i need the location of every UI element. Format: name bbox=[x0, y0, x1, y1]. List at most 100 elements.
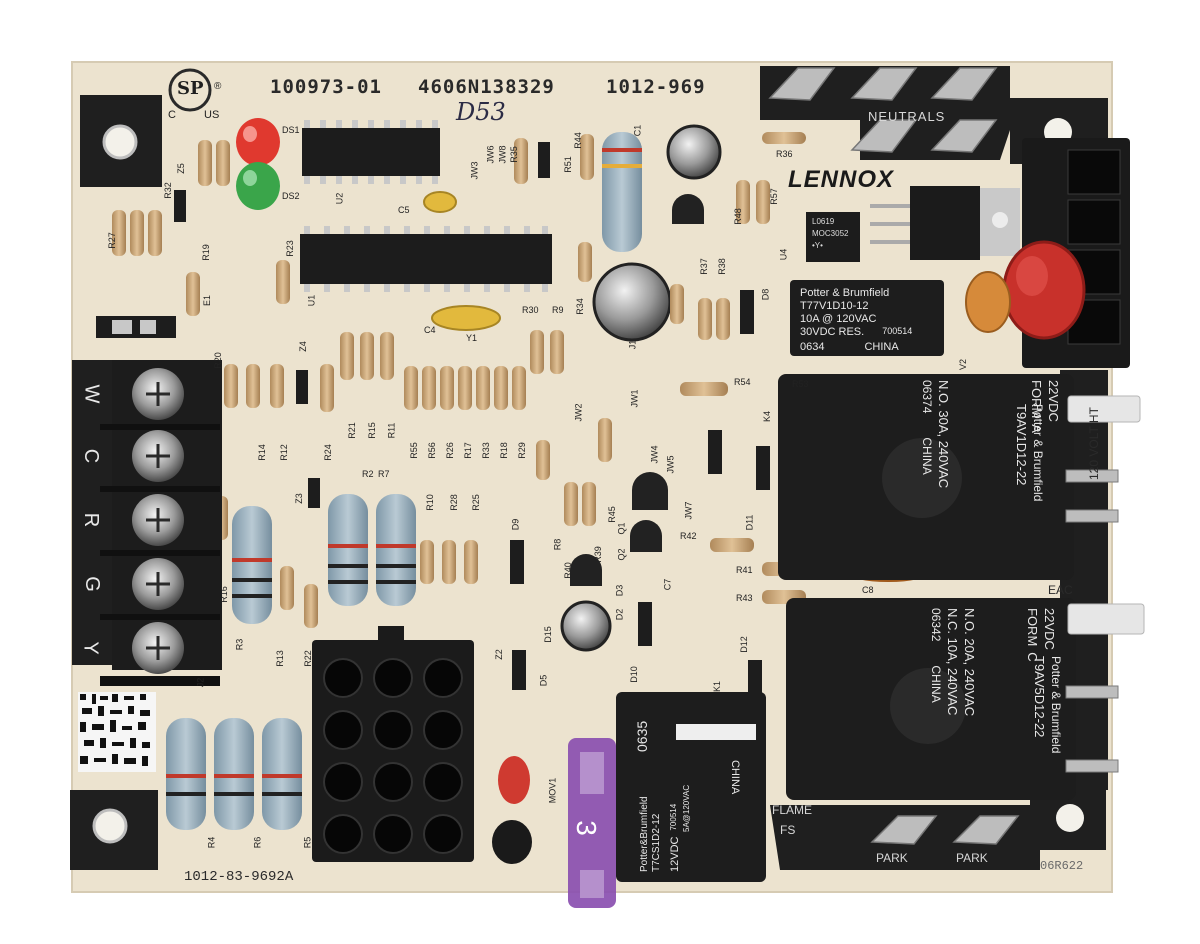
electrolytic-cap-3 bbox=[560, 600, 612, 652]
ref-r6: R6 bbox=[252, 836, 263, 849]
relay-a-brand: Potter & Brumfield bbox=[1031, 404, 1045, 502]
relay-small-top-line2: 30VDC RES. bbox=[800, 326, 865, 338]
relay-small-bottom-text: Potter&Brumfield T7CS1D2-12 12VDC 700514… bbox=[634, 721, 691, 872]
csa-registered: ® bbox=[214, 81, 222, 92]
brand-logo: LENNOX bbox=[788, 166, 895, 193]
ref-d2: D2 bbox=[614, 608, 625, 621]
ref-d9: D9 bbox=[510, 518, 521, 531]
relay-c-brand: Potter & Brumfield bbox=[1049, 656, 1063, 754]
header-part-number: 100973-01 bbox=[270, 76, 382, 98]
csa-mark: SP bbox=[177, 78, 204, 99]
ref-r24: R24 bbox=[322, 444, 333, 461]
ref-r28: R28 bbox=[448, 494, 459, 511]
relay-small-top-model: T77V1D10-12 bbox=[800, 300, 869, 312]
ref-z5: Z5 bbox=[175, 163, 186, 174]
mov-disc bbox=[1002, 240, 1086, 340]
neutrals-label: NEUTRALS bbox=[868, 109, 946, 124]
relay-c-code: 06342 bbox=[929, 608, 943, 642]
diodes bbox=[174, 142, 770, 704]
ref-r12: R12 bbox=[278, 444, 289, 461]
csa-c: C bbox=[168, 109, 176, 121]
relay-small-bottom-date: 0635 bbox=[634, 720, 650, 752]
ref-jw6: JW6 bbox=[485, 145, 496, 164]
terminal-label-w: W bbox=[80, 384, 103, 404]
terminal-label-y: Y bbox=[79, 641, 102, 655]
relay-c-brand-block: Potter & Brumfield T9AV5D12-22 bbox=[1032, 656, 1063, 754]
ref-r56: R56 bbox=[426, 442, 437, 459]
relay-small-bottom-country: CHINA bbox=[729, 760, 741, 795]
ref-d12: D12 bbox=[738, 636, 749, 653]
ref-c1: C1 bbox=[632, 124, 643, 137]
relay-c-rating-no: N.O. 20A, 240VAC bbox=[962, 608, 977, 717]
ref-r16: R16 bbox=[218, 586, 229, 603]
ref-r30: R30 bbox=[522, 305, 539, 315]
opto-u4 bbox=[806, 212, 860, 262]
ref-r8: R8 bbox=[552, 538, 563, 551]
ref-r48: R48 bbox=[732, 208, 743, 225]
voltage-regulator bbox=[910, 186, 980, 260]
relay-small-top-line1: 10A @ 120VAC bbox=[800, 313, 877, 325]
ref-y1: Y1 bbox=[466, 333, 478, 343]
ref-r57: R57 bbox=[768, 188, 779, 205]
ref-r51: R51 bbox=[562, 156, 573, 173]
electrolytic-cap-2 bbox=[592, 262, 672, 342]
ref-r13: R13 bbox=[274, 650, 285, 667]
ref-jw1: JW1 bbox=[629, 389, 640, 408]
park-label-2: PARK bbox=[956, 851, 988, 865]
relay-small-bottom-voltage: 12VDC bbox=[669, 836, 681, 872]
ref-ds1: DS1 bbox=[282, 125, 300, 135]
ref-r42: R42 bbox=[680, 531, 697, 541]
cap-c5 bbox=[423, 191, 457, 213]
ref-r20: R20 bbox=[212, 352, 223, 369]
ceramic-capacitor bbox=[965, 271, 1011, 333]
ref-r39: R39 bbox=[592, 546, 603, 563]
header-model-number: 1012-969 bbox=[606, 76, 706, 98]
relay-small-top-text: Potter & Brumfield T77V1D10-12 10A @ 120… bbox=[800, 288, 940, 353]
ref-r55: R55 bbox=[408, 442, 419, 459]
ref-jw5: JW5 bbox=[665, 455, 676, 474]
ref-r22: R22 bbox=[302, 650, 313, 667]
transistors bbox=[570, 194, 704, 586]
ic-u1 bbox=[300, 234, 552, 284]
relay-a-rating: N.O. 30A, 240VAC bbox=[936, 380, 951, 489]
small-resistors bbox=[112, 132, 806, 628]
ref-k4: K4 bbox=[762, 410, 773, 423]
ref-r10: R10 bbox=[424, 494, 435, 511]
ref-r26: R26 bbox=[444, 442, 455, 459]
relay-a-brand-block: Potter & Brumfield T9AV1D12-22 bbox=[1014, 404, 1045, 502]
ref-q2: Q2 bbox=[616, 548, 627, 561]
ref-r34: R34 bbox=[574, 298, 585, 315]
csa-us: US bbox=[204, 109, 220, 121]
ref-r3: R3 bbox=[234, 638, 245, 651]
ref-r38: R38 bbox=[716, 258, 727, 275]
relay-a-voltage: 22VDC bbox=[1046, 380, 1061, 422]
neutral-terminals bbox=[768, 67, 998, 153]
terminal-label-r: R bbox=[80, 512, 103, 528]
ref-r36: R36 bbox=[776, 149, 793, 159]
ref-r44: R44 bbox=[572, 132, 583, 149]
flame-label: FLAME bbox=[772, 803, 813, 817]
ref-r18: R18 bbox=[498, 442, 509, 459]
ref-r17: R17 bbox=[462, 442, 473, 459]
ref-r29: R29 bbox=[516, 442, 527, 459]
ref-c7: C7 bbox=[662, 578, 673, 591]
ref-c8: C8 bbox=[862, 585, 874, 595]
park-terminals bbox=[870, 815, 1020, 845]
relay-small-top-date: 0634 bbox=[800, 341, 825, 353]
ref-z4: Z4 bbox=[297, 341, 308, 352]
relay-small-top-code: 700514 bbox=[882, 326, 913, 336]
ref-v2: V2 bbox=[958, 358, 969, 371]
ref-jw3: JW3 bbox=[469, 161, 480, 180]
ref-r32: R32 bbox=[162, 182, 173, 199]
ref-ds2: DS2 bbox=[282, 191, 300, 201]
ref-r43: R43 bbox=[736, 593, 753, 603]
terminal-label-g: G bbox=[80, 576, 103, 592]
ref-jw7: JW7 bbox=[683, 501, 694, 520]
relay-a-code: 06374 bbox=[920, 380, 934, 414]
ref-r14: R14 bbox=[256, 444, 267, 461]
ref-r54: R54 bbox=[734, 377, 751, 387]
relay-c-model: T9AV5D12-22 bbox=[1032, 656, 1047, 738]
relay-c-country: CHINA bbox=[929, 665, 943, 703]
